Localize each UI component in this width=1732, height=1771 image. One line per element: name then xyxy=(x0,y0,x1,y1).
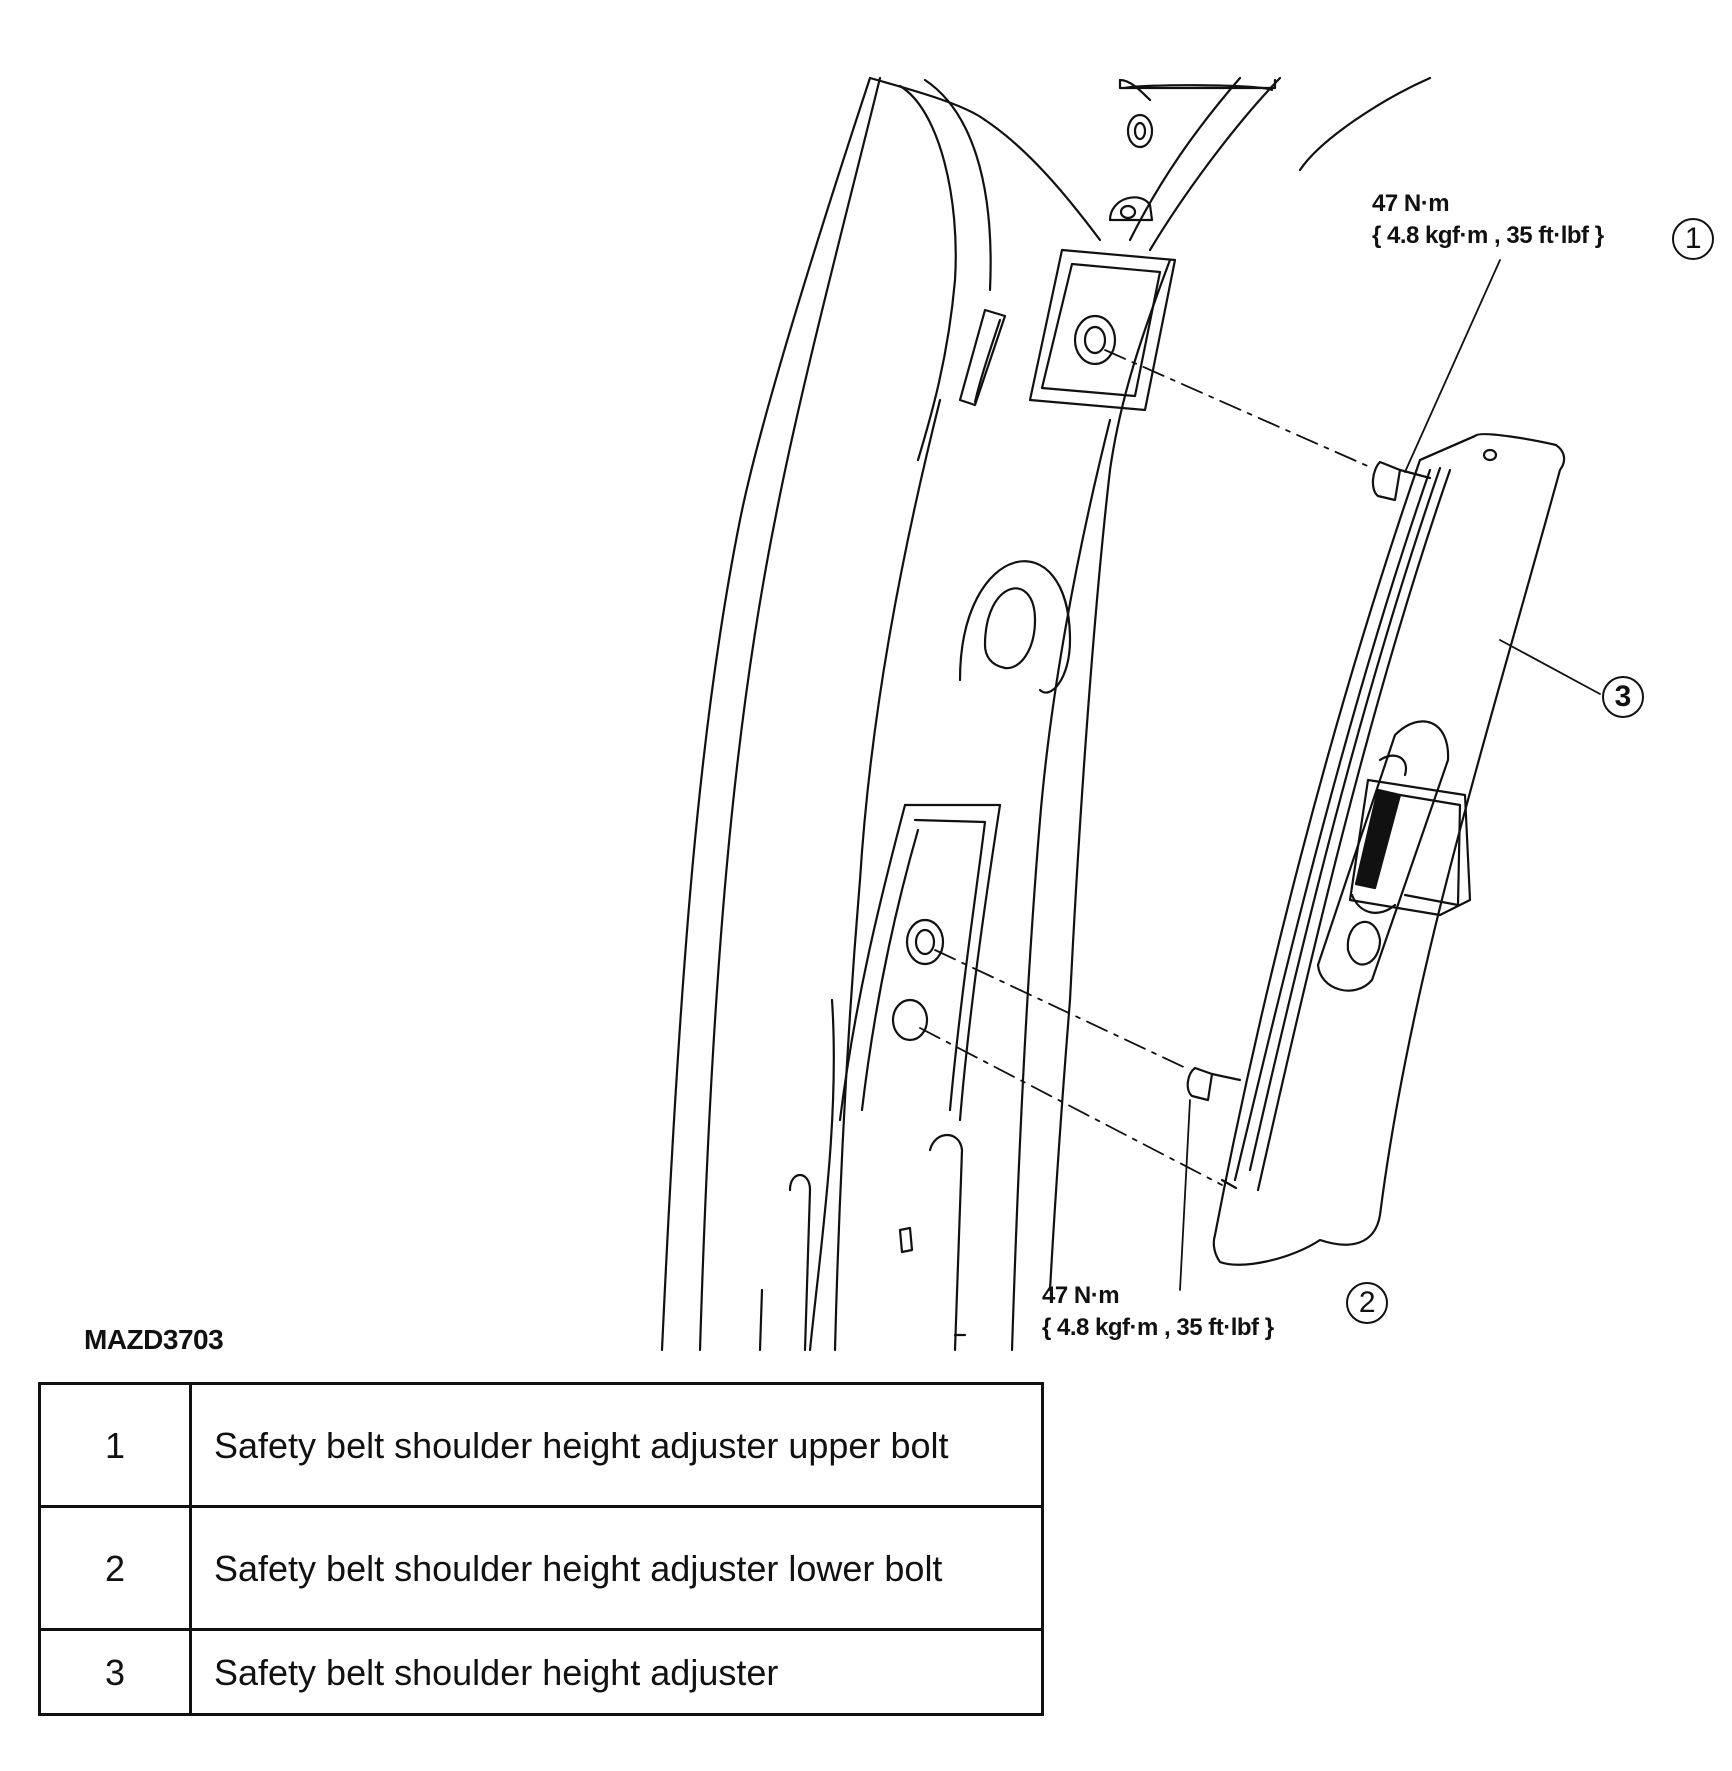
legend-description: Safety belt shoulder height adjuster upp… xyxy=(189,1382,1044,1508)
legend-index: 2 xyxy=(38,1505,192,1631)
legend-table: 1 Safety belt shoulder height adjuster u… xyxy=(38,1382,1044,1716)
callout-number-2: 2 xyxy=(1346,1282,1388,1324)
table-row: 3 Safety belt shoulder height adjuster xyxy=(38,1628,1044,1716)
upper-bolt-torque-callout: 47 N·m { 4.8 kgf·m , 35 ft·lbf } 1 xyxy=(1372,188,1714,260)
callout-number-1: 1 xyxy=(1672,218,1714,260)
torque-value: 47 N·m xyxy=(1372,190,1450,217)
installation-guides xyxy=(919,349,1373,1186)
legend-description: Safety belt shoulder height adjuster xyxy=(189,1628,1044,1716)
table-row: 2 Safety belt shoulder height adjuster l… xyxy=(38,1505,1044,1631)
legend-index: 3 xyxy=(38,1628,192,1716)
b-pillar-illustration xyxy=(660,76,1601,1352)
torque-conversion: { 4.8 kgf·m , 35 ft·lbf } xyxy=(1042,1314,1274,1341)
height-adjuster-part xyxy=(1186,433,1566,1266)
legend-description: Safety belt shoulder height adjuster low… xyxy=(189,1505,1044,1631)
table-row: 1 Safety belt shoulder height adjuster u… xyxy=(38,1382,1044,1508)
legend-index: 1 xyxy=(38,1382,192,1508)
torque-value: 47 N·m xyxy=(1042,1282,1120,1309)
lower-bolt-torque-callout: 47 N·m { 4.8 kgf·m , 35 ft·lbf } 2 xyxy=(1042,1280,1388,1344)
figure-id-label: MAZD3703 xyxy=(84,1324,224,1355)
callout-leaders xyxy=(1179,259,1601,1291)
callout-number-3: 3 xyxy=(1602,676,1644,718)
pillar-body xyxy=(660,76,1432,1352)
torque-conversion: { 4.8 kgf·m , 35 ft·lbf } xyxy=(1372,222,1604,249)
